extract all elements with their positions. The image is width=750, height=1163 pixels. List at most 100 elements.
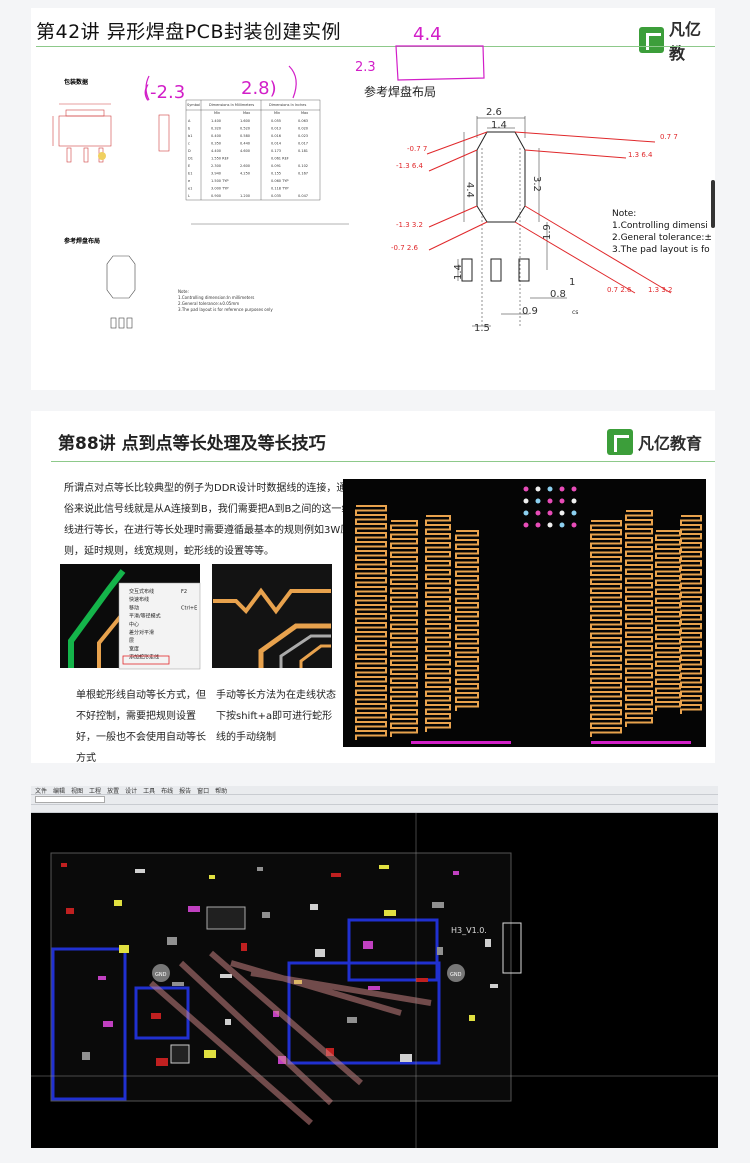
secondary-toolbar[interactable] (31, 805, 718, 813)
menu-item[interactable]: 帮助 (215, 787, 228, 795)
menu-item[interactable]: 设计 (125, 787, 138, 795)
table-cell: c (188, 142, 190, 146)
component (368, 986, 380, 990)
layer-select[interactable] (35, 796, 105, 803)
svg-text:2.General tolerance:±0.05mm: 2.General tolerance:±0.05mm (178, 301, 239, 306)
component (167, 937, 177, 945)
serpentine-trace (590, 520, 622, 737)
pcb-canvas[interactable]: GND GND H3_V1.0. (31, 813, 718, 1148)
table-cell: 0.047 (298, 194, 308, 198)
component (384, 910, 396, 916)
page-scrollbar[interactable] (711, 180, 715, 228)
context-menu-item[interactable]: 移动 (129, 604, 139, 611)
context-menu-item[interactable]: 差分对平滑 (129, 629, 154, 636)
menu-item[interactable]: 窗口 (197, 787, 210, 795)
table-cell: 0.173 (271, 149, 281, 153)
dim-1-9: 1.9 (542, 224, 553, 240)
brand-logo: 凡亿教育 (607, 429, 702, 455)
callout-l2: -1.3 6.4 (396, 162, 424, 170)
component (188, 906, 200, 912)
coordinate-callouts: -0.7 7 -1.3 6.4 -1.3 3.2 -0.7 2.6 0.7 7 … (391, 133, 678, 294)
table-cell: 0.023 (298, 134, 308, 138)
small-pad-drawing (106, 255, 136, 329)
menu-item[interactable]: 报告 (179, 787, 192, 795)
dim-1-5: 1.5 (474, 323, 490, 334)
dim-0-9: 0.9 (522, 306, 538, 317)
via (559, 522, 565, 528)
gnd-pad (152, 964, 170, 982)
svg-text:GND: GND (155, 972, 167, 978)
component (485, 939, 491, 947)
title-divider (36, 46, 715, 47)
table-cell: 0.020 (298, 127, 308, 131)
component (315, 949, 325, 957)
svg-text:Dimensions In Inches: Dimensions In Inches (269, 103, 306, 107)
pad-layout-figure: 包装数据 Symbol Dimensions In Millimeters Di… (52, 24, 712, 334)
table-cell: E (188, 164, 190, 168)
svg-text:GND: GND (450, 972, 462, 978)
table-cell: 0.167 (298, 172, 308, 176)
slide-pad-layout: 第42讲 异形焊盘PCB封装创建实例 凡亿教 包装数据 Symbol Dimen… (31, 8, 715, 390)
svg-text:Max: Max (243, 111, 250, 115)
context-menu-item[interactable]: 快速布线 (129, 596, 149, 603)
via (571, 510, 577, 516)
table-cell: A (188, 119, 191, 123)
table-cell: 0.063 (298, 119, 308, 123)
svg-text:Max: Max (301, 111, 308, 115)
dimension-table: Symbol Dimensions In Millimeters Dimensi… (185, 99, 321, 201)
menu-item[interactable]: 文件 (35, 787, 48, 795)
component (379, 865, 389, 869)
menu-highlight (122, 655, 170, 665)
logo-text: 凡亿教 (668, 20, 701, 63)
via (535, 522, 541, 528)
svg-text:Note:: Note: (612, 209, 636, 219)
component (432, 902, 444, 908)
table-cell: 0.118 TYP (271, 187, 289, 191)
via (535, 498, 541, 504)
table-cell: 0.900 (211, 194, 221, 198)
menu-item[interactable]: 放置 (107, 787, 120, 795)
component (119, 945, 129, 953)
table-cell: 0.440 (240, 142, 250, 146)
caption-auto: 单根蛇形线自动等长方式，但不好控制，需要把规则设置好，一般也不会使用自动等长方式 (76, 690, 206, 763)
menu-item[interactable]: 布线 (161, 787, 174, 795)
context-menu-item[interactable]: 宽度 (129, 645, 139, 652)
connector (502, 922, 522, 974)
menu-item[interactable]: 工程 (89, 787, 102, 795)
table-cell: 0.055 (271, 119, 281, 123)
context-menu-item[interactable]: 添加蛇形走线 (129, 654, 159, 661)
svg-text:Note:: Note: (178, 289, 189, 294)
pcb-editor-screenshot: 文件编辑视图工程放置设计工具布线报告窗口帮助 GND GND H3_V1.0. (31, 786, 718, 1148)
callout-r4: 1.3 3.2 (648, 286, 673, 294)
menu-item[interactable]: 工具 (143, 787, 156, 795)
logo-text: 凡亿教育 (638, 434, 703, 453)
dim-1-4: 1.4 (491, 120, 507, 131)
context-menu-item[interactable]: 平滑/等径模式 (129, 613, 161, 620)
component (172, 982, 184, 986)
logo-icon (639, 27, 664, 53)
table-cell: 0.035 (271, 194, 281, 198)
component (98, 976, 106, 980)
context-menu-item[interactable]: 层 (129, 638, 134, 644)
via (523, 510, 529, 516)
context-menu-item[interactable]: 交互式布线 (129, 588, 154, 595)
table-cell: L (188, 194, 190, 198)
svg-text:1.Controlling dimension:In mil: 1.Controlling dimension:In millimeters (178, 295, 254, 300)
serpentine-trace (425, 515, 451, 732)
table-cell: D1 (188, 157, 193, 161)
table-cell: 0.320 (211, 127, 221, 131)
menu-item[interactable]: 编辑 (53, 787, 66, 795)
context-menu[interactable] (118, 582, 201, 670)
hand-2-8: 2.8) (241, 78, 277, 99)
toolbar[interactable] (31, 795, 718, 805)
menu-item[interactable]: 视图 (71, 787, 84, 795)
via (547, 486, 553, 492)
component (453, 871, 459, 875)
context-menu-item[interactable]: 中心 (129, 621, 139, 628)
serpentine-trace (355, 505, 387, 740)
svg-text:3.The pad layout is for refere: 3.The pad layout is for reference purpos… (178, 307, 273, 312)
callout-l1: -0.7 7 (407, 145, 427, 153)
table-cell: 4.400 (211, 149, 221, 153)
via (523, 498, 529, 504)
